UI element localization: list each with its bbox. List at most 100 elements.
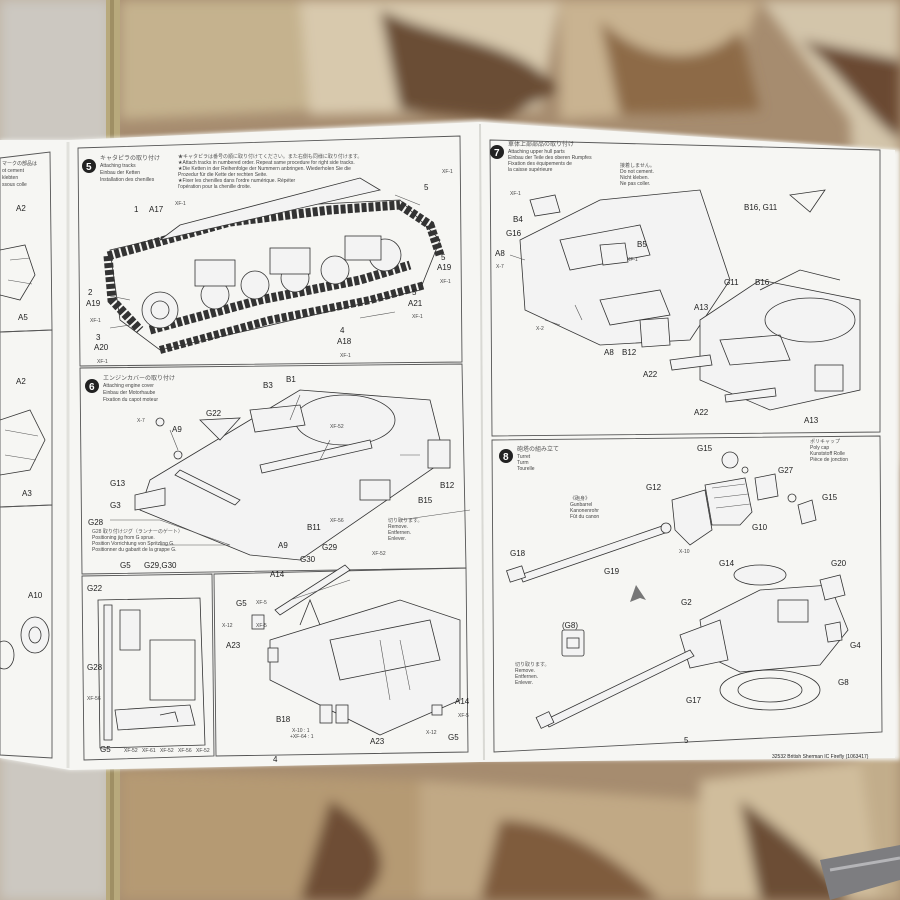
sub-right-a23: A23: [226, 641, 241, 650]
step-6-remove-de: Entfernen.: [388, 530, 411, 536]
step-5-panel: 5 キャタピラの取り付け Attaching tracks Einbau der…: [77, 135, 463, 367]
step-8-title-en: Turret: [517, 454, 531, 460]
step-8-barrel-de: Kanonenrohr: [570, 508, 599, 514]
step-7-label-g11: G11: [724, 278, 739, 287]
step-5-label-4: 4: [340, 326, 345, 335]
step-6-panel: 6 エンジンカバーの取り付け Attaching engine cover Ei…: [79, 363, 471, 575]
step-6-title-jp: エンジンカバーの取り付け: [103, 374, 175, 382]
strip-text-2: ot cement: [2, 168, 25, 174]
step-7-note-en: Do not cement.: [620, 169, 654, 175]
upper-hull-drawing: [509, 189, 861, 411]
left-strip-panel: マークの部品は ot cement klebten ssous colle A2…: [0, 151, 53, 759]
sub-left-paint-2: XF-61: [142, 748, 156, 754]
step-5-title-fr: Installation des chenilles: [100, 177, 155, 183]
step-8-remove-jp: 切り取ります。: [515, 661, 550, 668]
step-8-poly-en: Poly cap: [810, 445, 829, 451]
step-6-jig-en: Positioning jig from G sprue.: [92, 535, 155, 541]
step-7-label-x2: X-2: [536, 326, 544, 332]
step-7-note-fr: Ne pas coller.: [620, 181, 650, 187]
step-8-label-g10: G10: [752, 523, 768, 532]
step-8-remove-en: Remove.: [515, 668, 535, 674]
step-8-badge: [499, 449, 513, 463]
step-8-title-jp: 砲塔の組み立て: [517, 445, 559, 453]
step-5-note-en: ★Attach tracks in numbered order. Repeat…: [178, 160, 355, 166]
step-8-label-g14: G14: [719, 559, 735, 568]
step-6-label-b15: B15: [418, 496, 433, 505]
step-5-label-xf1b: XF-1: [90, 318, 101, 324]
step-6-number: 6: [89, 382, 95, 393]
step-6-label-a9b: A9: [278, 541, 288, 550]
step-8-label-g18: G18: [510, 549, 526, 558]
step-5-title-en: Attaching tracks: [100, 163, 136, 169]
strip-label-a2: A2: [16, 204, 26, 213]
step-6-label-xf52: XF-52: [330, 424, 344, 430]
step-8-label-g20: G20: [831, 559, 847, 568]
strip-text-3: klebten: [2, 175, 18, 181]
step-7-label-b16g11: B16, G11: [744, 203, 778, 212]
sub-left-paint-5: XF-52: [196, 748, 210, 754]
step-6-label-b12: B12: [440, 481, 455, 490]
step-5-label-6: 5: [412, 288, 417, 297]
step-8-poly-fr: Pièce de jonction: [810, 457, 848, 463]
sub-left-paint-4: XF-56: [178, 748, 192, 754]
step-5-label-xf1e: XF-1: [412, 314, 423, 320]
sub-left-g28: G28: [87, 663, 103, 672]
step-5-label-1: 1: [134, 205, 139, 214]
sub-right-xf64: +XF-64 : 1: [290, 734, 314, 740]
step-7-label-a8b: A8: [604, 348, 614, 357]
step-8-barrel-en: Gunbarrel: [570, 502, 592, 508]
step-5-number: 5: [86, 162, 92, 173]
strip-label-a5: A5: [18, 313, 28, 322]
step-8-label-g15: G15: [697, 444, 713, 453]
step-5-label-5: 5: [441, 253, 446, 262]
step-8-title-de: Turm: [517, 460, 528, 466]
step-5-title-jp: キャタピラの取り付け: [100, 154, 160, 162]
step-6-title-en: Attaching engine cover: [103, 383, 154, 389]
step-8-poly-de: Kunststoff Rolle: [810, 451, 845, 457]
sub-left-g22: G22: [87, 584, 103, 593]
step-7-label-b16: B16: [755, 278, 770, 287]
step-7-label-a22b: A22: [694, 408, 709, 417]
strip-label-a10: A10: [28, 591, 43, 600]
step-8-label-g15b: G15: [822, 493, 838, 502]
step-5-label-a19: A19: [86, 299, 101, 308]
turret-drawing: [506, 451, 849, 729]
step-7-title-en: Attaching upper hull parts: [508, 149, 565, 155]
step-5-label-xf1c: XF-1: [97, 359, 108, 365]
step-6-label-b11: B11: [307, 523, 321, 532]
step-5-title-de: Einbau der Ketten: [100, 170, 140, 176]
step-6-remove-jp: 切り取ります。: [388, 517, 423, 524]
step-7-label-a13: A13: [694, 303, 709, 312]
sub-left-xf56: XF-56: [87, 696, 101, 702]
step-5-label-a18: A18: [337, 337, 352, 346]
left-page-number: 4: [273, 755, 278, 764]
step-6-remove-fr: Enlever.: [388, 536, 406, 542]
step-6-label-b1: B1: [286, 375, 296, 384]
step-5-label-a21: A21: [408, 299, 423, 308]
step-7-label-a8: A8: [495, 249, 505, 258]
sub-right-a23b: A23: [370, 737, 385, 746]
step-6-label-xf56: XF-56: [330, 518, 344, 524]
step-7-title-jp: 車体上部部品の取り付け: [508, 140, 574, 148]
step-8-label-g4: G4: [850, 641, 861, 650]
step-5-note-de: ★Die Ketten in der Reihenfolge der Numme…: [178, 166, 351, 172]
right-page-number: 5: [684, 736, 689, 745]
right-page-footer: 32532 British Sherman IC Firefly (106341…: [772, 754, 869, 760]
step-5-label-xf1d: XF-1: [340, 353, 351, 359]
sub-right-x12: X-12: [222, 623, 233, 629]
step-8-label-g19: G19: [604, 567, 620, 576]
step-7-title-fr2: la caisse supérieure: [508, 167, 553, 173]
step-5-label-2: 2: [88, 288, 93, 297]
step-6-jig-label: G28: [88, 518, 104, 527]
step-7-note-de: Nicht kleben.: [620, 175, 649, 181]
step-6-label-a9: A9: [172, 425, 182, 434]
step-6-title-fr: Fixation du capot moteur: [103, 397, 158, 403]
step-5-label-5b: 5: [424, 183, 429, 192]
step-8-poly-jp: ポリキャップ: [810, 438, 840, 445]
step-8-title-fr: Tourelle: [517, 466, 535, 472]
step-5-label-a17: A17: [149, 205, 164, 214]
step-8-label-g17: G17: [686, 696, 702, 705]
step-7-title-fr: Fixation des équipements de: [508, 161, 572, 167]
tank-track-drawing: [103, 177, 445, 354]
